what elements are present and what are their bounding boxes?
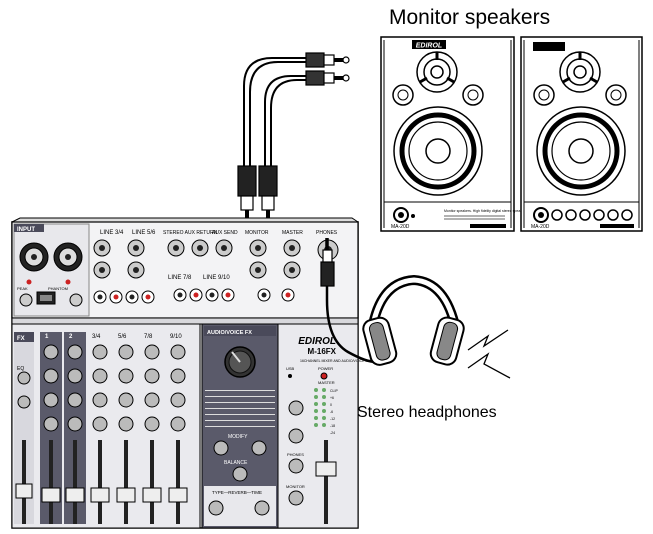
channel-56-label: 5/6 bbox=[118, 334, 127, 340]
mixer-brand-logo: EDIROL bbox=[298, 336, 336, 347]
speaker-brand-logo: EDIROL bbox=[416, 43, 442, 50]
line78-label: LINE 7/8 bbox=[168, 275, 192, 281]
headphones-plug bbox=[320, 238, 335, 287]
power-label: POWER bbox=[318, 366, 333, 371]
master-out-label: MASTER bbox=[282, 230, 303, 236]
phones-out-label: PHONES bbox=[316, 230, 338, 236]
mixer: INPUT PEAK PHANTOM LINE 3/4 LINE 5/6 bbox=[11, 217, 382, 529]
eq-label: EQ bbox=[17, 366, 24, 372]
headphones-cable bbox=[325, 262, 377, 364]
meter-master-label: MASTER bbox=[318, 380, 335, 385]
usb-label: USB bbox=[286, 366, 295, 371]
peak-label: PEAK bbox=[17, 286, 28, 291]
fx-modify-label: MODIFY bbox=[228, 434, 248, 440]
meter-minus24-label: -24 bbox=[330, 431, 335, 435]
headphones-icon bbox=[362, 274, 465, 366]
channel-78-label: 7/8 bbox=[144, 334, 153, 340]
monitor-cables bbox=[243, 57, 306, 168]
channel-knobs bbox=[17, 344, 186, 432]
channel-34-label: 3/4 bbox=[92, 334, 101, 340]
aux-send-label: AUX SEND bbox=[212, 230, 238, 236]
channel-2-label: 2 bbox=[69, 334, 73, 340]
fx-reverb-label: TYPE—REVERB—TIME bbox=[212, 490, 262, 495]
level-meter: CLIP +6 0 -6 -12 -18 -24 bbox=[314, 388, 338, 435]
sound-wave-icon bbox=[467, 329, 511, 379]
fx-title: AUDIO/VOICE FX bbox=[207, 330, 252, 336]
monitor-out-label: MONITOR bbox=[245, 230, 269, 236]
channel-1-label: 1 bbox=[45, 334, 49, 340]
stereo-headphones-label: Stereo headphones bbox=[357, 404, 497, 421]
mixer-model-name: M-16FX bbox=[308, 347, 337, 356]
channel-faders bbox=[15, 440, 188, 524]
meter-0-label: 0 bbox=[330, 403, 332, 407]
rca-jacks bbox=[93, 288, 295, 304]
phantom-label: PHANTOM bbox=[48, 286, 68, 291]
meter-minus6-label: -6 bbox=[330, 410, 333, 414]
mixer-subtitle: 16CHANNEL MIXER AND AUDIO/VOICE EFFECTS bbox=[300, 359, 382, 363]
meter-minus18-label: -18 bbox=[330, 424, 335, 428]
meter-clip-label: CLIP bbox=[330, 389, 338, 393]
line34-label: LINE 3/4 bbox=[100, 230, 124, 236]
input-section-label: INPUT bbox=[17, 227, 35, 233]
meter-minus12-label: -12 bbox=[330, 417, 335, 421]
channel-910-label: 9/10 bbox=[170, 334, 182, 340]
jack-plug-lower bbox=[305, 70, 350, 86]
fx-row-label: FX bbox=[17, 336, 25, 342]
speaker-small-text: Monitor speakers. High fidelity digital … bbox=[444, 209, 527, 213]
fx-balance-label: BALANCE bbox=[224, 460, 248, 466]
phones-knob-label: PHONES bbox=[287, 452, 304, 457]
mixer-plug-left bbox=[237, 165, 257, 228]
line910-label: LINE 9/10 bbox=[203, 275, 230, 281]
monitor-speakers-label: Monitor speakers bbox=[389, 6, 551, 29]
speaker-left-model: MA-20D bbox=[391, 224, 410, 230]
mixer-plug-right bbox=[258, 165, 278, 228]
line56-label: LINE 5/6 bbox=[132, 230, 156, 236]
stereo-aux-return-label: STEREO AUX RETURN bbox=[163, 230, 218, 236]
meter-plus6-label: +6 bbox=[330, 396, 334, 400]
speaker-right-model: MA-20D bbox=[531, 224, 550, 230]
jack-plug-upper bbox=[305, 52, 350, 68]
monitor-speaker-left: EDIROL Monitor speakers. High fidelity d… bbox=[380, 36, 527, 232]
monitor-knob-label: MONITOR bbox=[286, 484, 305, 489]
monitor-speaker-right: MA-20D bbox=[520, 36, 643, 232]
